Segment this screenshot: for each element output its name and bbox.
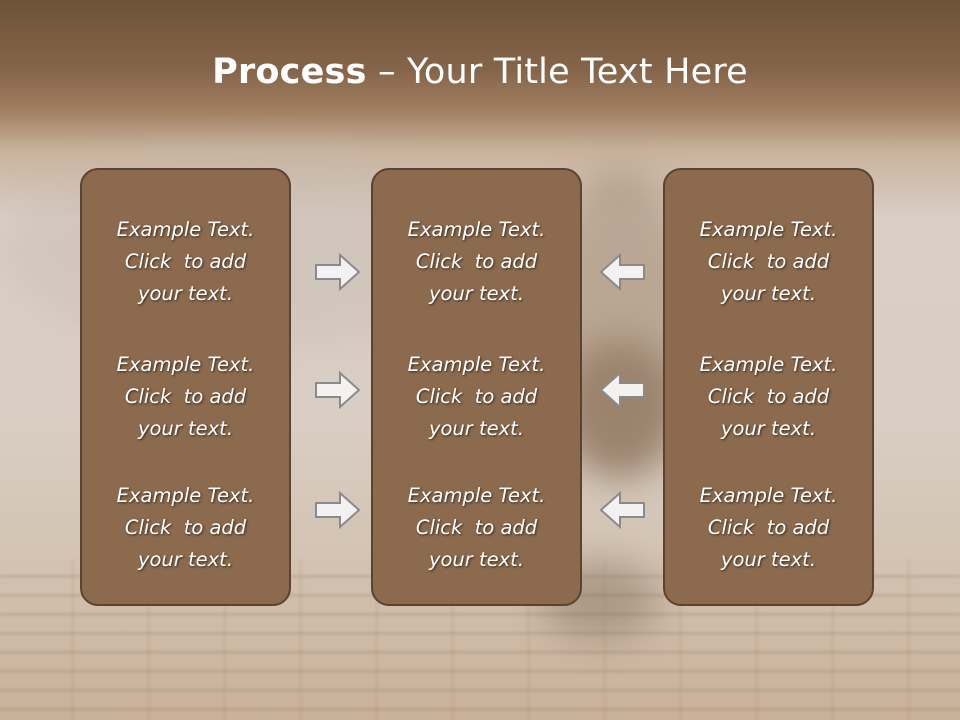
text-line: your text. — [720, 548, 817, 571]
title-regular-part: – Your Title Text Here — [366, 52, 748, 92]
text-block[interactable]: Example Text. Click to add your text. — [82, 480, 289, 576]
slide-title[interactable]: Process – Your Title Text Here — [0, 52, 960, 92]
text-line: Click to add — [124, 250, 247, 273]
text-line: your text. — [428, 282, 525, 305]
right-arrow-icon[interactable] — [314, 370, 362, 410]
text-block[interactable]: Example Text. Click to add your text. — [82, 349, 289, 445]
text-line: Example Text. — [699, 353, 838, 376]
text-line: Click to add — [415, 516, 538, 539]
text-line: Click to add — [415, 385, 538, 408]
text-line: Example Text. — [116, 353, 255, 376]
text-line: Example Text. — [116, 484, 255, 507]
text-block[interactable]: Example Text. Click to add your text. — [665, 480, 872, 576]
text-line: Example Text. — [407, 484, 546, 507]
text-block[interactable]: Example Text. Click to add your text. — [665, 349, 872, 445]
title-bold-part: Process — [212, 52, 367, 92]
process-box-right[interactable]: Example Text. Click to add your text. Ex… — [663, 168, 874, 606]
text-block[interactable]: Example Text. Click to add your text. — [665, 214, 872, 310]
text-line: your text. — [428, 548, 525, 571]
text-block[interactable]: Example Text. Click to add your text. — [373, 480, 580, 576]
right-arrow-icon[interactable] — [314, 490, 362, 530]
text-line: your text. — [720, 417, 817, 440]
text-line: your text. — [137, 282, 234, 305]
text-line: Example Text. — [699, 484, 838, 507]
text-line: Example Text. — [407, 218, 546, 241]
text-line: Click to add — [124, 385, 247, 408]
text-line: your text. — [137, 548, 234, 571]
text-line: Click to add — [415, 250, 538, 273]
text-line: your text. — [428, 417, 525, 440]
right-arrow-icon[interactable] — [314, 252, 362, 292]
text-line: Click to add — [124, 516, 247, 539]
left-arrow-icon[interactable] — [598, 490, 646, 530]
process-box-left[interactable]: Example Text. Click to add your text. Ex… — [80, 168, 291, 606]
text-line: Example Text. — [699, 218, 838, 241]
left-arrow-icon[interactable] — [598, 370, 646, 410]
text-line: your text. — [137, 417, 234, 440]
text-block[interactable]: Example Text. Click to add your text. — [373, 214, 580, 310]
text-block[interactable]: Example Text. Click to add your text. — [373, 349, 580, 445]
text-line: Click to add — [707, 385, 830, 408]
text-line: Example Text. — [116, 218, 255, 241]
left-arrow-icon[interactable] — [598, 252, 646, 292]
text-line: Example Text. — [407, 353, 546, 376]
process-box-center[interactable]: Example Text. Click to add your text. Ex… — [371, 168, 582, 606]
text-line: Click to add — [707, 250, 830, 273]
text-line: Click to add — [707, 516, 830, 539]
text-line: your text. — [720, 282, 817, 305]
text-block[interactable]: Example Text. Click to add your text. — [82, 214, 289, 310]
